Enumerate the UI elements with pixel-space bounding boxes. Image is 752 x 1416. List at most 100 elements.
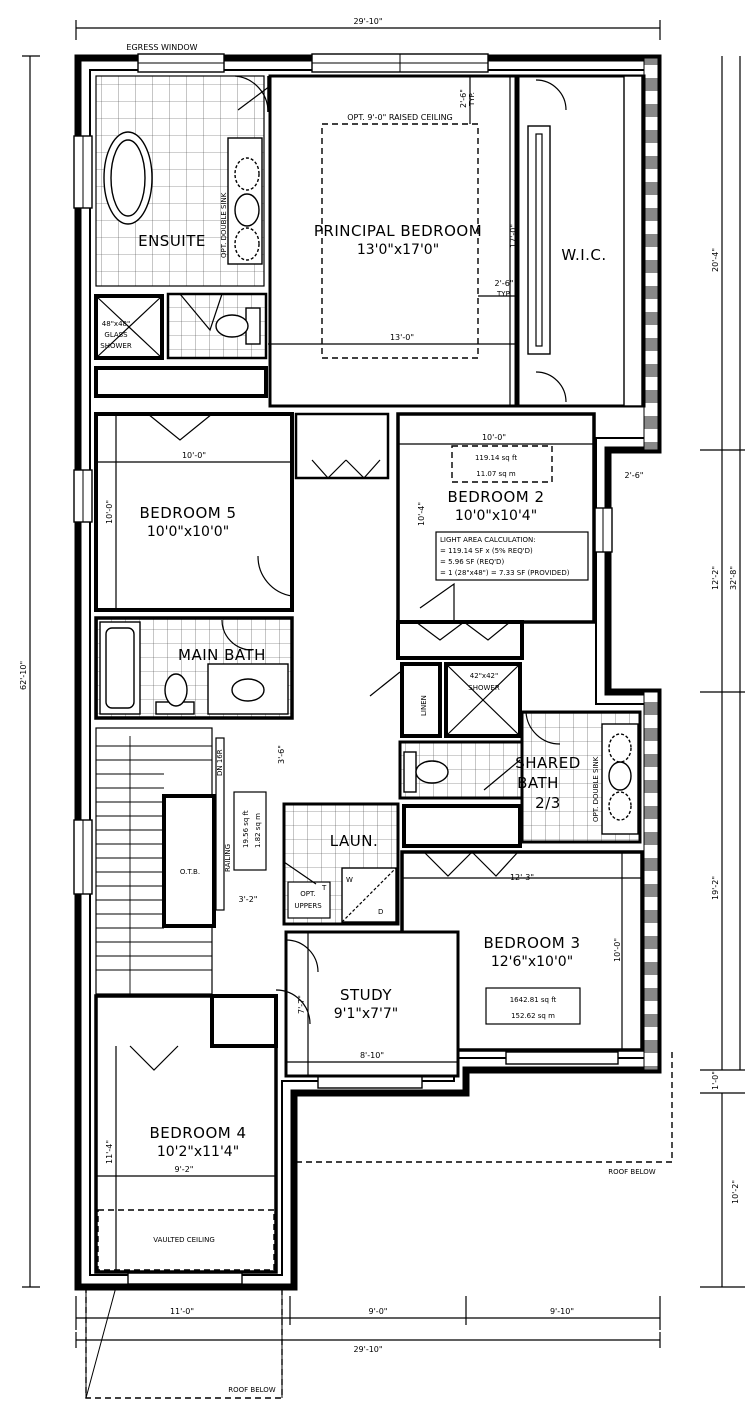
plan-labels: EGRESS WINDOW OPT. 9'-0" RAISED CEILING … xyxy=(100,43,656,1394)
main-bath-label: MAIN BATH xyxy=(178,646,266,664)
washer-label: W xyxy=(346,876,353,884)
dim-b2-width: 10'-0" xyxy=(482,433,506,442)
dim-bottom-total: 29'-10" xyxy=(353,1345,382,1354)
dim-b4-w: 9'-2" xyxy=(175,1165,194,1174)
bedroom2-area-sqm: 11.07 sq m xyxy=(476,470,516,478)
dim-bottom-a: 11'-0" xyxy=(170,1307,194,1316)
bedroom2-label: BEDROOM 2 xyxy=(447,488,544,506)
dim-hall-3-6: 3'-6" xyxy=(277,745,286,764)
roof-below-label-right: ROOF BELOW xyxy=(608,1168,656,1176)
vaulted-ceiling-outline xyxy=(97,1209,275,1271)
bedroom3-label: BEDROOM 3 xyxy=(483,934,580,952)
main-bath-toilet-icon xyxy=(164,673,188,707)
otb-wall xyxy=(162,794,216,928)
dim-b5-width: 10'-0" xyxy=(182,451,206,460)
dim-right-b3: 19'-2" xyxy=(711,876,720,900)
shower42-label-2: SHOWER xyxy=(468,684,500,692)
dim-right-bottom: 10'-2" xyxy=(731,1180,740,1204)
principal-bedroom-size: 13'0"x17'0" xyxy=(357,242,439,258)
shared-toilet-icon xyxy=(415,760,449,784)
brick-veneer-lower xyxy=(643,691,659,1071)
ensuite-label: ENSUITE xyxy=(138,232,206,250)
dim-study-w: 8'-10" xyxy=(360,1051,384,1060)
principal-bedroom-label: PRINCIPAL BEDROOM xyxy=(314,222,482,240)
dim-pb-17: 17'-0" xyxy=(509,224,518,248)
dim-study-h: 7'-7" xyxy=(297,995,306,1014)
dim-pb-13: 13'-0" xyxy=(390,333,414,342)
linen-label: LINEN xyxy=(420,695,428,716)
dim-right-total: 32'-8" xyxy=(729,566,738,590)
dim-top-total: 29'-10" xyxy=(353,17,382,26)
dim-typ-top-2: TYP. xyxy=(468,92,476,107)
stair-treads xyxy=(96,736,212,994)
light-area-line-1: = 119.14 SF x (5% REQ'D) xyxy=(440,547,533,555)
glass-shower-label-2: GLASS xyxy=(104,331,128,339)
dim-pb-typ-2: TYP. xyxy=(496,290,511,298)
brick-veneer-upper xyxy=(643,57,659,451)
dim-pb-typ: 2'-6" xyxy=(495,279,514,288)
railing-label: RAILING xyxy=(224,844,232,872)
open-area-sqft: 19.56 sq ft xyxy=(242,810,250,848)
shared-bath-label-1: SHARED xyxy=(515,754,581,772)
dim-right-upper: 20'-4" xyxy=(711,248,720,272)
egress-window-label: EGRESS WINDOW xyxy=(126,43,197,52)
dim-right-1ft: 1'-0" xyxy=(711,1071,720,1090)
light-area-box xyxy=(435,531,589,581)
dim-bottom-b: 9'-0" xyxy=(369,1307,388,1316)
bedroom3-size: 12'6"x10'0" xyxy=(491,954,573,970)
dim-b3-height: 10'-0" xyxy=(613,938,622,962)
study-label: STUDY xyxy=(340,986,392,1004)
open-area-sqm: 1.82 sq m xyxy=(254,813,262,848)
shared-bath-label-2: BATH xyxy=(517,774,559,792)
light-area-title: LIGHT AREA CALCULATION: xyxy=(440,536,536,544)
ensuite-sink-label: OPT. DOUBLE SINK xyxy=(220,192,228,258)
dim-right-b2: 12'-2" xyxy=(711,566,720,590)
opt-uppers-label-2: UPPERS xyxy=(294,902,322,910)
light-area-line-3: = 1 (28"x48") = 7.33 SF (PROVIDED) xyxy=(440,569,570,577)
raised-ceiling-outline xyxy=(321,123,479,359)
light-area-line-2: = 5.96 SF (REQ'D) xyxy=(440,558,504,566)
bedroom2-area-box xyxy=(451,445,553,483)
toilet-icon xyxy=(215,314,249,338)
dim-left-total: 62'-10" xyxy=(19,661,28,690)
uppers-t-label: T xyxy=(321,884,327,892)
bedroom4-size: 10'2"x11'4" xyxy=(157,1144,239,1160)
roof-below-label-bottom: ROOF BELOW xyxy=(228,1386,276,1394)
total-area-box xyxy=(485,987,581,1025)
otb-label: O.T.B. xyxy=(180,868,200,876)
raised-ceiling-label: OPT. 9'-0" RAISED CEILING xyxy=(347,113,453,122)
closet-shelf-left xyxy=(527,125,551,355)
total-area-sqft: 1642.81 sq ft xyxy=(510,996,557,1004)
railing xyxy=(215,737,225,911)
dim-b5-height: 10'-0" xyxy=(105,500,114,524)
shared-sink-label: OPT. DOUBLE SINK xyxy=(592,756,600,822)
study-size: 9'1"x7'7" xyxy=(334,1006,399,1022)
vaulted-ceiling-label: VAULTED CEILING xyxy=(153,1236,215,1244)
stairs-down-label: DN 16R xyxy=(216,749,224,776)
total-area-sqm: 152.62 sq m xyxy=(511,1012,555,1020)
dim-b3-width: 12'-3" xyxy=(510,873,534,882)
bedroom2-area-sqft: 119.14 sq ft xyxy=(475,454,517,462)
bedroom2-size: 10'0"x10'4" xyxy=(455,508,537,524)
dim-typ-top: 2'-6" xyxy=(459,89,468,108)
dimension-labels: 29'-10" 29'-10" 62'-10" 20'-4" 32'-8" 12… xyxy=(19,17,740,1354)
dim-b2-side: 2'-6" xyxy=(625,471,644,480)
bedroom4-label: BEDROOM 4 xyxy=(149,1124,246,1142)
windows xyxy=(73,53,619,1285)
dim-b2-height: 10'-4" xyxy=(417,502,426,526)
dim-hall-3-2: 3'-2" xyxy=(239,895,258,904)
wic-label: W.I.C. xyxy=(561,246,606,264)
shower42-label-1: 42"x42" xyxy=(470,672,498,680)
glass-shower-label-1: 48"x48" xyxy=(102,320,130,328)
dimension-lines xyxy=(22,20,745,1348)
shared-bath-label-3: 2/3 xyxy=(535,794,561,812)
dim-b4-h: 11'-4" xyxy=(105,1140,114,1164)
opt-uppers-label-1: OPT. xyxy=(300,890,315,898)
dim-bottom-c: 9'-10" xyxy=(550,1307,574,1316)
open-area-box xyxy=(233,791,267,871)
glass-shower-label-3: SHOWER xyxy=(100,342,132,350)
laundry-label: LAUN. xyxy=(330,832,378,850)
bedroom5-size: 10'0"x10'0" xyxy=(147,524,229,540)
closet-ensuite xyxy=(94,366,268,398)
